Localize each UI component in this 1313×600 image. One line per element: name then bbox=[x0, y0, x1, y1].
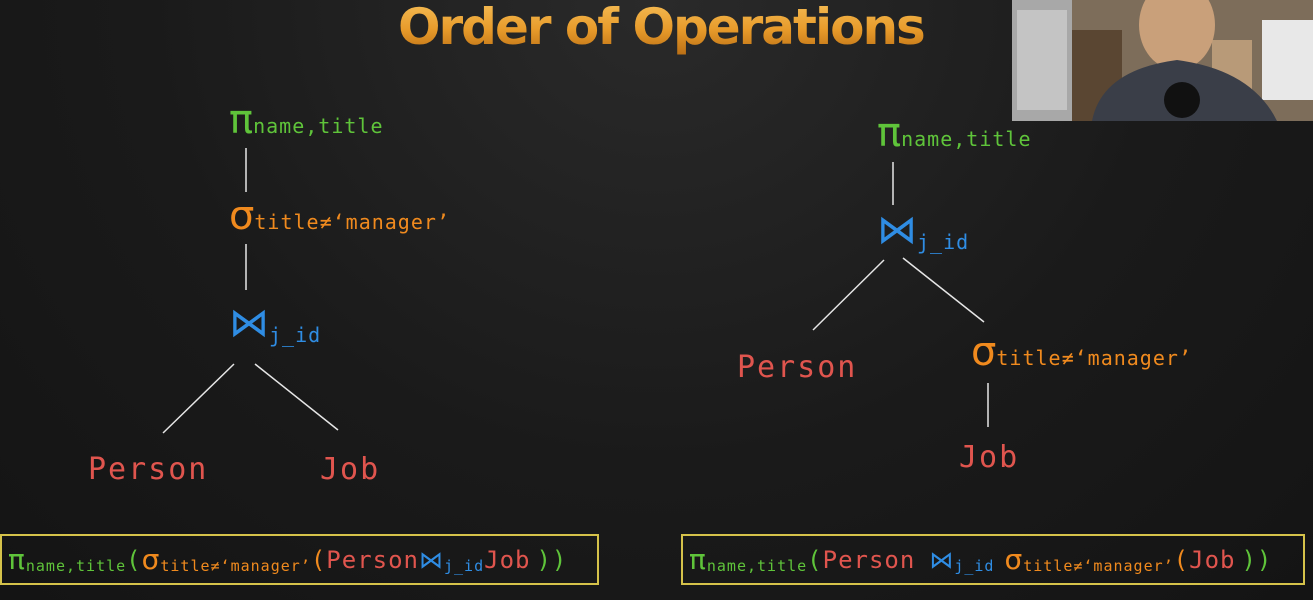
edge-join-select-right bbox=[902, 257, 985, 323]
formula-paren: ( bbox=[126, 545, 142, 574]
left-projection-node: πname,title bbox=[229, 100, 384, 140]
formula-sigma-sub: title≠‘manager’ bbox=[160, 556, 311, 575]
left-person-relation: Person bbox=[88, 452, 209, 487]
formula-paren: ( bbox=[310, 545, 327, 574]
formula-pi: π bbox=[689, 543, 707, 576]
projection-attrs: name,title bbox=[901, 127, 1032, 151]
pi-symbol: π bbox=[877, 110, 902, 156]
formula-sigma: σ bbox=[1004, 543, 1024, 576]
join-key: j_id bbox=[269, 323, 322, 347]
right-join-node: ⋈j_id bbox=[877, 207, 969, 254]
selection-condition: title≠‘manager’ bbox=[996, 346, 1192, 370]
right-selection-node: σtitle≠‘manager’ bbox=[971, 332, 1192, 372]
projection-attrs: name,title bbox=[253, 114, 384, 138]
join-key: j_id bbox=[917, 230, 970, 254]
formula-person: Person bbox=[822, 545, 916, 574]
formula-job: Job bbox=[484, 545, 531, 574]
join-symbol: ⋈ bbox=[877, 207, 917, 253]
left-formula-box: π name,title ( σ title≠‘manager’ ( Perso… bbox=[0, 534, 599, 585]
right-job-relation: Job bbox=[959, 440, 1020, 475]
formula-close: )) bbox=[536, 545, 568, 574]
formula-close: )) bbox=[1241, 545, 1273, 574]
formula-job: Job bbox=[1189, 545, 1236, 574]
right-formula-box: π name,title ( Person ⋈ j_id σ title≠‘ma… bbox=[681, 534, 1305, 585]
formula-paren: ( bbox=[1173, 545, 1190, 574]
right-person-relation: Person bbox=[737, 350, 858, 385]
formula-pi-sub: name,title bbox=[25, 556, 127, 575]
formula-join-sub: j_id bbox=[444, 556, 485, 575]
join-symbol: ⋈ bbox=[229, 300, 269, 346]
formula-sigma: σ bbox=[141, 543, 161, 576]
left-join-node: ⋈j_id bbox=[229, 300, 321, 347]
right-projection-node: πname,title bbox=[877, 113, 1032, 153]
formula-pi-sub: name,title bbox=[706, 556, 808, 575]
edge-join-person-right bbox=[812, 259, 885, 331]
sigma-symbol: σ bbox=[971, 329, 997, 375]
edge-join-person-left bbox=[162, 363, 235, 434]
formula-person: Person bbox=[326, 545, 419, 574]
formula-join: ⋈ bbox=[419, 545, 444, 574]
formula-join: ⋈ bbox=[929, 545, 955, 574]
slide-title: Order of Operations bbox=[398, 0, 926, 56]
edge-join-job-left bbox=[254, 363, 339, 431]
formula-join-sub: j_id bbox=[954, 556, 995, 575]
formula-paren: ( bbox=[807, 545, 823, 574]
pi-symbol: π bbox=[229, 97, 254, 143]
selection-condition: title≠‘manager’ bbox=[254, 210, 450, 234]
left-selection-node: σtitle≠‘manager’ bbox=[229, 196, 450, 236]
sigma-symbol: σ bbox=[229, 193, 255, 239]
presenter-webcam bbox=[1012, 0, 1313, 121]
left-job-relation: Job bbox=[320, 452, 381, 487]
formula-sigma-sub: title≠‘manager’ bbox=[1023, 556, 1174, 575]
formula-pi: π bbox=[8, 543, 26, 576]
